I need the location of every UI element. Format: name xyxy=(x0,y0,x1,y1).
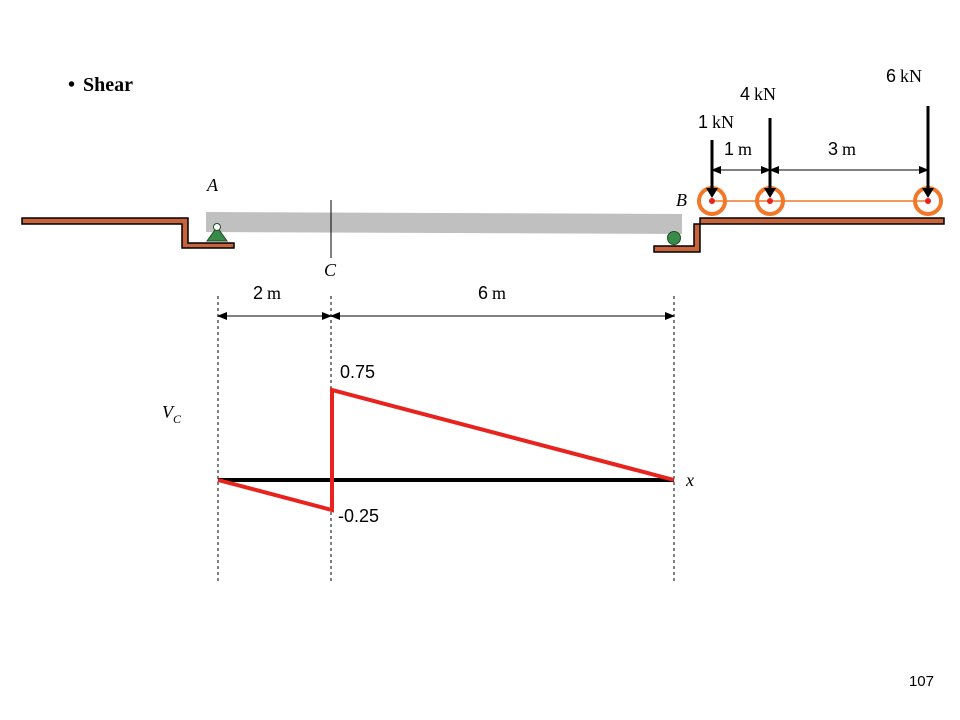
bullet-title: •Shear xyxy=(68,74,134,96)
pin-support-a-icon xyxy=(206,223,228,242)
support-a-label: A xyxy=(206,175,219,195)
peak-value-label: 0.75 xyxy=(340,362,375,382)
ground-right xyxy=(653,217,945,253)
bullet-title-text: Shear xyxy=(83,74,134,96)
support-b-label: B xyxy=(676,190,687,210)
load-arrow-2-icon xyxy=(764,118,776,198)
x-axis-label: x xyxy=(685,470,694,490)
y-axis-label: VC xyxy=(162,402,182,426)
section-c-label: C xyxy=(324,260,337,280)
page-number: 107 xyxy=(908,673,934,690)
ground-left xyxy=(21,217,235,249)
load-arrow-3-icon xyxy=(922,106,934,198)
influence-line-curve xyxy=(217,387,675,513)
roller-support-b-icon xyxy=(667,231,681,245)
load-arrow-1-icon xyxy=(706,140,718,198)
trough-value-label: -0.25 xyxy=(338,506,379,526)
beam xyxy=(206,212,682,234)
